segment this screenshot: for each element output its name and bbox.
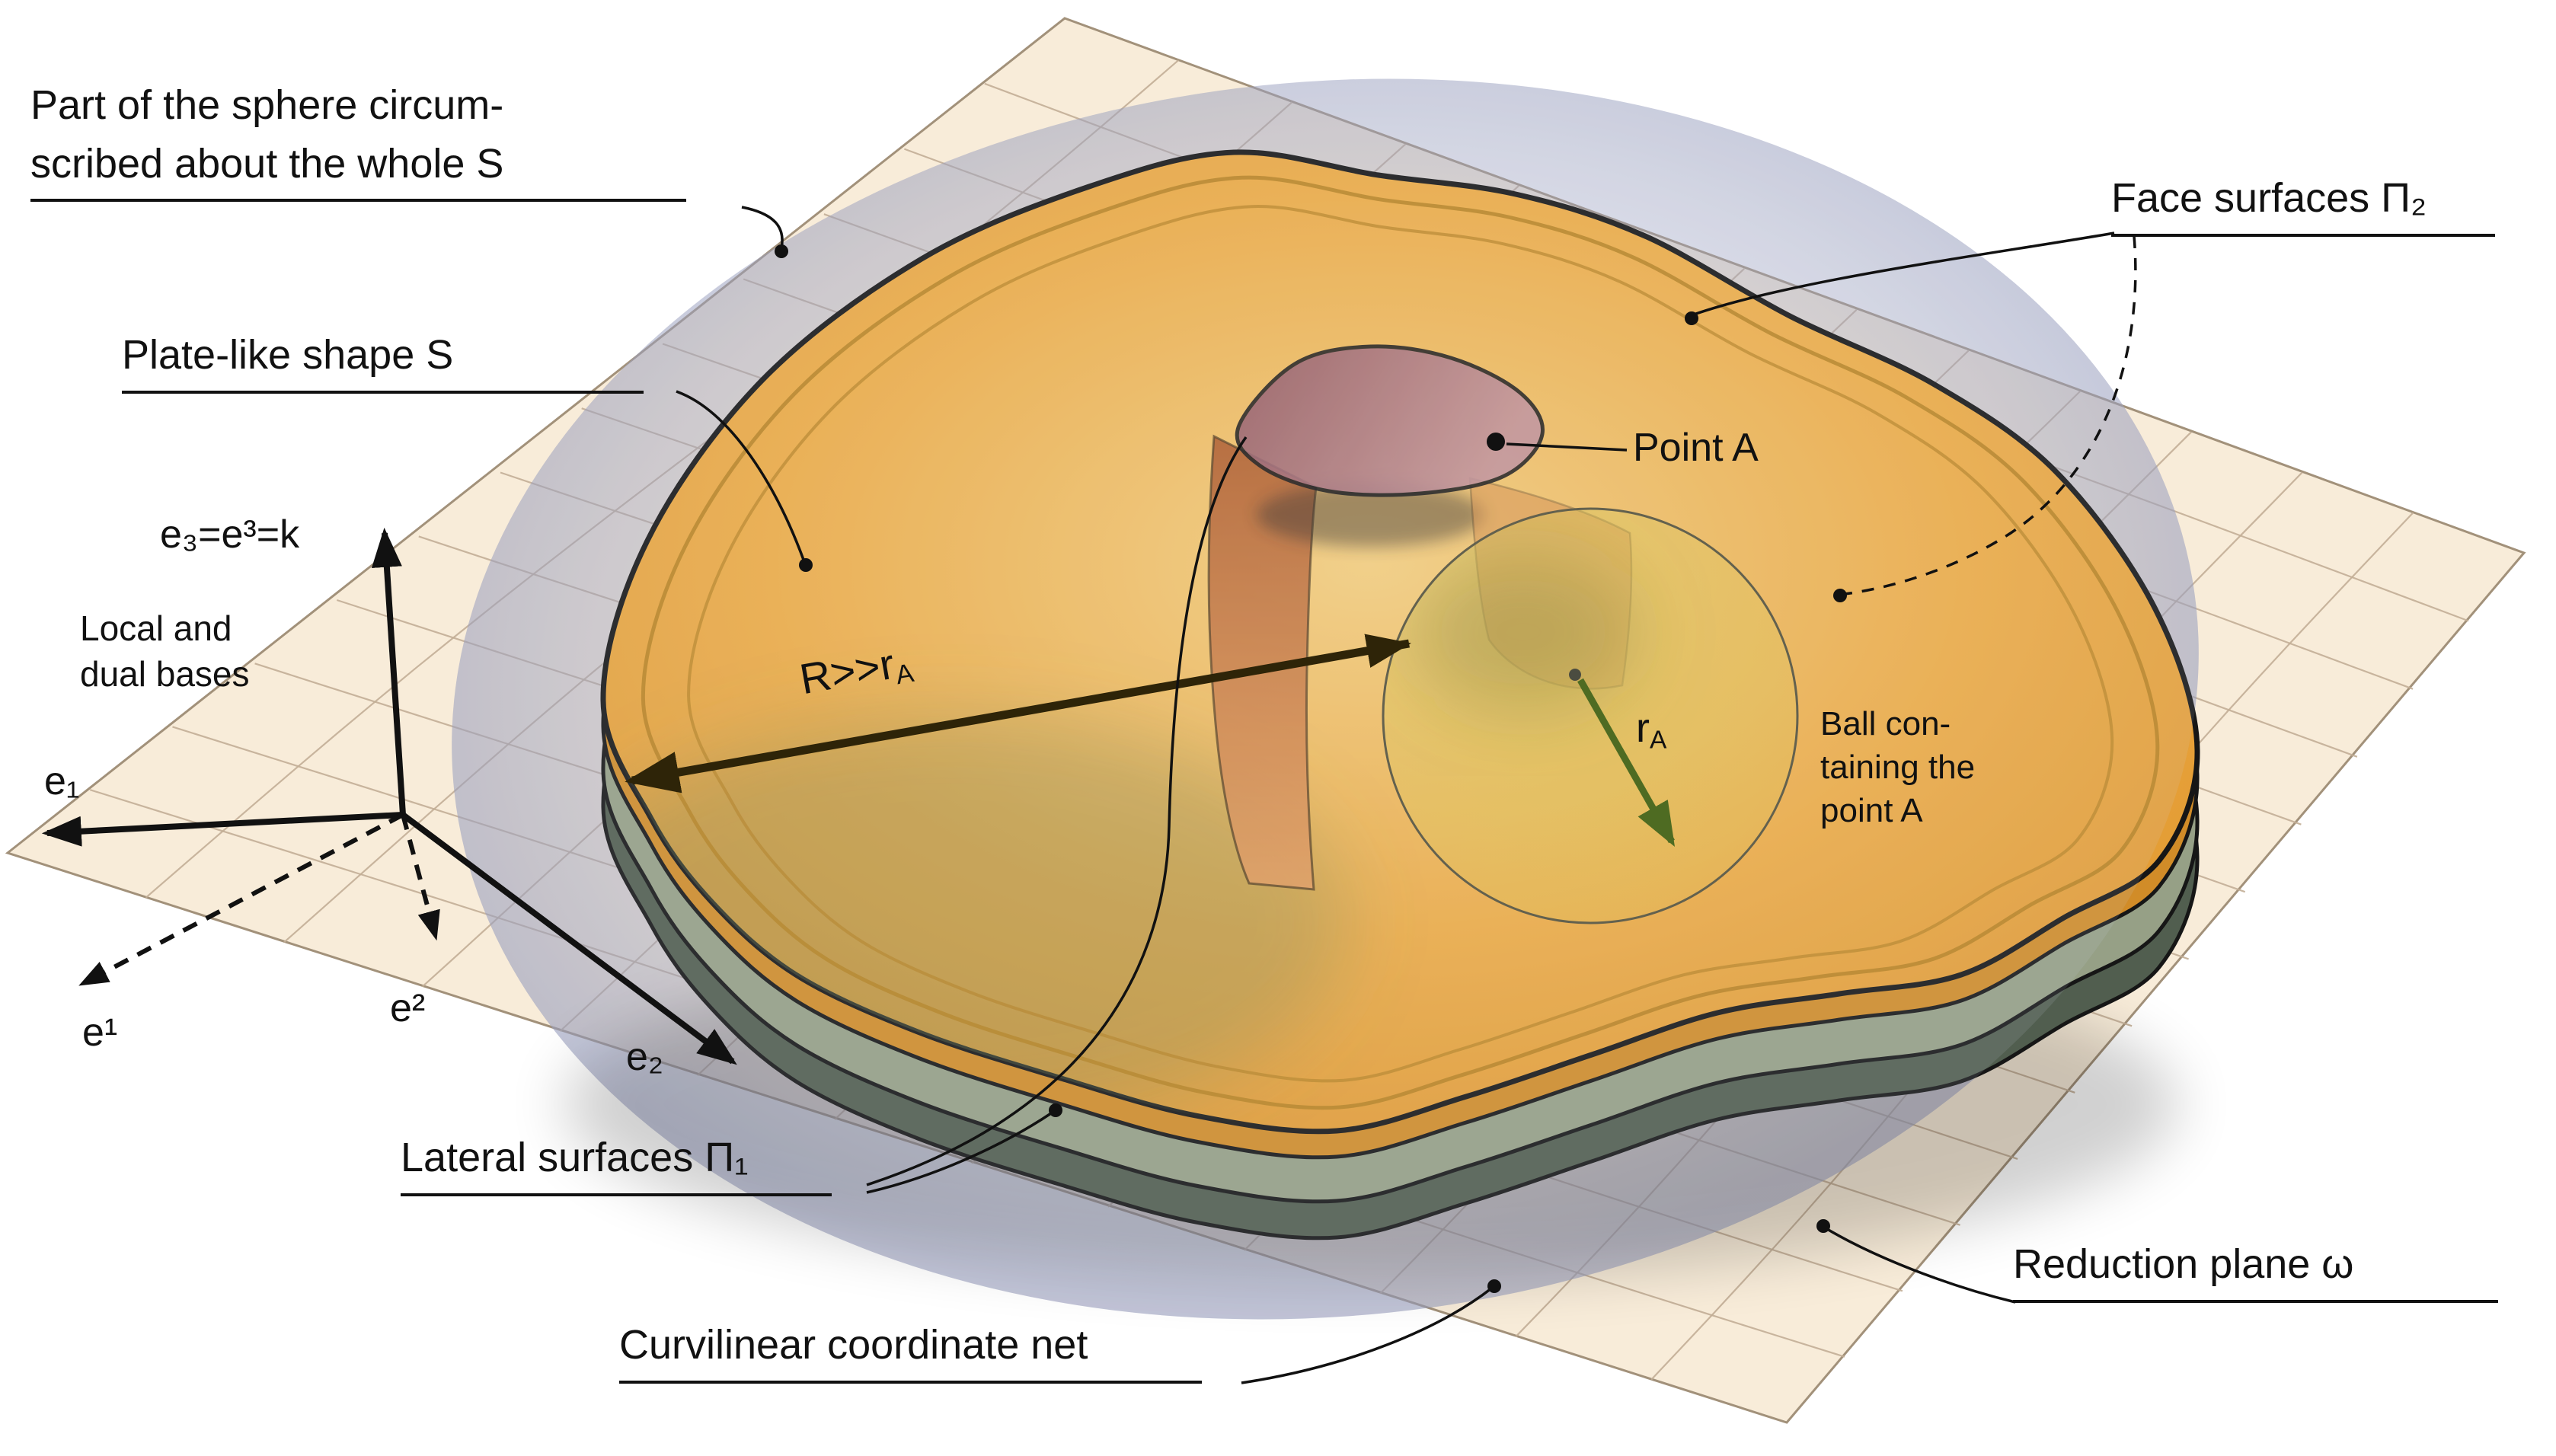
axis-e1-dual [78, 813, 404, 986]
axis-e2 [401, 812, 737, 1065]
point-a-label: Point A [1633, 426, 1759, 470]
hole-inner-shadow [1257, 483, 1485, 547]
sphere-front-overlay [452, 78, 2199, 1320]
axis-e3-label: e₃=e³=k [160, 512, 300, 557]
leader-plate [676, 390, 805, 560]
radius-r-label: rA [1636, 705, 1667, 755]
plate-contour-lines [641, 175, 2160, 1110]
leader-lines [676, 206, 2137, 1384]
axis-e1-label: e₁ [44, 759, 80, 803]
hole-lateral-wall-left [1207, 434, 1318, 891]
dot-curvilinear [1487, 1279, 1501, 1293]
dot-plate [799, 558, 813, 572]
hole-cap-surface [1235, 344, 1545, 497]
leader-sphere [741, 206, 784, 249]
leader-point-a [1506, 442, 1628, 452]
leader-reduction [1826, 1228, 2016, 1304]
dot-lateral [1049, 1103, 1062, 1117]
ball-center-dot [1569, 669, 1581, 681]
sphere-label-line2: scribed about the whole S [30, 140, 504, 187]
sphere-label-line1: Part of the sphere circum- [30, 82, 504, 128]
axis-e1 [41, 812, 404, 847]
radius-r-arrow [1577, 678, 1675, 848]
dot-reduction [1816, 1219, 1830, 1233]
sphere-label: Part of the sphere circum- scribed about… [30, 76, 687, 203]
ball-outline [1382, 507, 1799, 924]
axis-e2-dual [401, 814, 440, 941]
radius-R-arrow-tail [1256, 634, 1411, 674]
axis-e3 [371, 527, 406, 816]
ball-label: Ball con- taining the point A [1820, 705, 1976, 830]
arrows [625, 634, 1675, 848]
local-dual-bases-label: Local and dual bases [80, 608, 250, 694]
coordinate-axes [41, 527, 737, 1065]
leader-face-dashed [1838, 235, 2137, 596]
dot-face-dashed [1833, 589, 1847, 602]
leader-dots [775, 244, 1847, 1293]
reduction-label: Reduction plane ω [2013, 1235, 2499, 1303]
axis-e2-label: e₂ [626, 1035, 664, 1079]
plate-label: Plate-like shape S [122, 326, 644, 394]
leader-face [1689, 231, 2115, 318]
axis-e1-dual-label: e¹ [82, 1011, 118, 1055]
leader-lateral [866, 1112, 1052, 1194]
ball-group [1382, 507, 1799, 924]
dot-sphere [775, 244, 788, 258]
dot-point-a [1487, 433, 1505, 451]
dot-face [1685, 311, 1698, 325]
axis-e2-dual-label: e² [390, 986, 426, 1030]
contour-ring-outer [641, 175, 2160, 1110]
lateral-label: Lateral surfaces Π₁ [401, 1129, 832, 1196]
leader-curvilinear [1241, 1287, 1493, 1384]
curvilinear-label: Curvilinear coordinate net [619, 1316, 1203, 1384]
contour-ring-inner [687, 205, 2114, 1083]
face-label: Face surfaces Π₂ [2111, 169, 2496, 237]
leader-lateral-hole [866, 436, 1248, 1186]
